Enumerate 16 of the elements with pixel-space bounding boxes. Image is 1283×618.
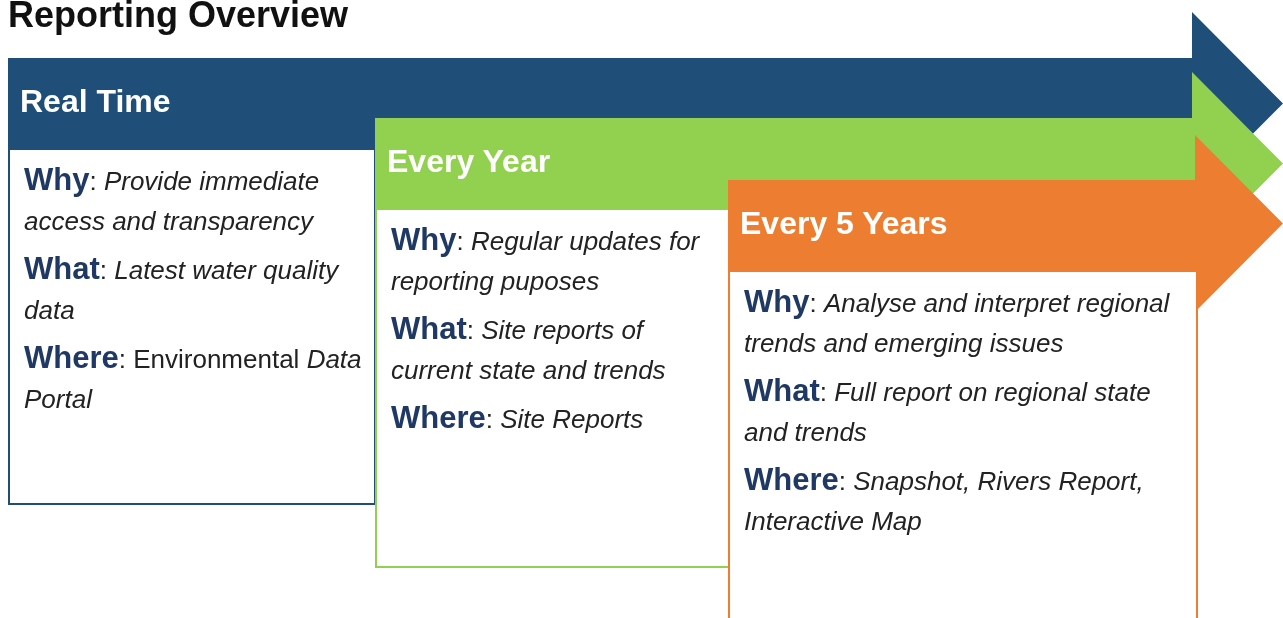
content-text: What: Full report on regional state and trends bbox=[744, 372, 1152, 449]
heading: Every 5 Years bbox=[740, 205, 948, 242]
location-text: Where: Site Reports bbox=[391, 399, 645, 437]
location-text: Where: Snapshot, Rivers Report, Interactive Map bbox=[744, 461, 1145, 538]
title: Reporting Overview bbox=[8, 0, 349, 36]
heading: Every Year bbox=[387, 143, 551, 180]
info-card bbox=[375, 208, 731, 568]
reason-text: Why: Regular updates for reporting puposes bbox=[391, 221, 701, 298]
reason-text: Why: Analyse and interpret regional trends and emerging issues bbox=[744, 283, 1171, 360]
location-text: Where: Environmental Data Portal bbox=[24, 339, 363, 416]
content-text: What: Latest water quality data bbox=[24, 250, 341, 327]
info-card bbox=[8, 148, 376, 505]
reason-text: Why: Provide immediate access and transparency bbox=[24, 161, 321, 238]
heading: Real Time bbox=[20, 83, 171, 120]
content-text: What: Site reports of current state and trends bbox=[391, 310, 667, 387]
info-card bbox=[728, 270, 1198, 618]
